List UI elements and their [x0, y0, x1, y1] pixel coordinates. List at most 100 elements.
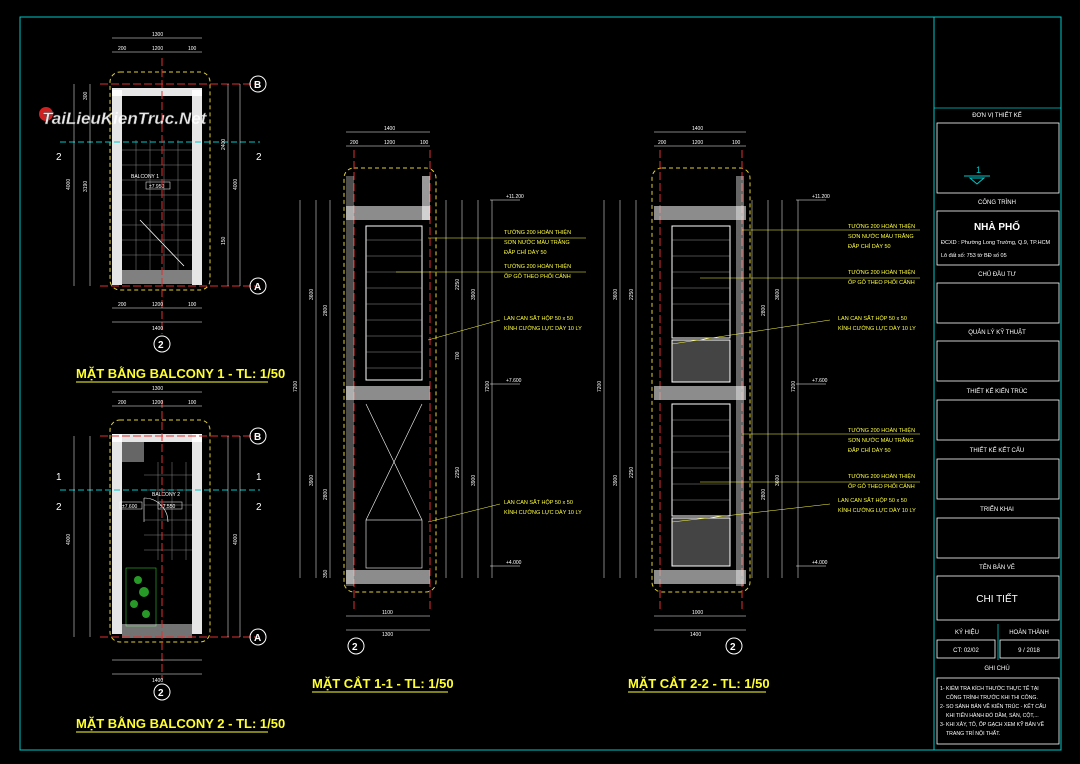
svg-text:1400: 1400 [152, 326, 163, 332]
svg-text:1400: 1400 [152, 678, 163, 684]
svg-text:KÝ HIỆU: KÝ HIỆU [955, 628, 979, 636]
svg-text:TƯỜNG 200 HOÀN THIỆN: TƯỜNG 200 HOÀN THIỆN [504, 228, 571, 236]
svg-text:LAN CAN SẮT HỘP 50 x 50: LAN CAN SẮT HỘP 50 x 50 [504, 498, 573, 506]
svg-text:SƠN NƯỚC MÀU TRẮNG: SƠN NƯỚC MÀU TRẮNG [848, 436, 914, 444]
svg-text:100: 100 [188, 400, 197, 406]
svg-text:3600: 3600 [775, 475, 781, 486]
svg-text:1400: 1400 [692, 126, 703, 132]
svg-text:1200: 1200 [384, 140, 395, 146]
sheet-frame [19, 16, 1062, 751]
svg-text:100: 100 [732, 140, 741, 146]
svg-text:CT: 02/02: CT: 02/02 [953, 648, 979, 654]
svg-text:2- SO SÁNH BẢN VẼ KIẾN TRÚC -: 2- SO SÁNH BẢN VẼ KIẾN TRÚC - KẾT CẤU [940, 703, 1046, 710]
svg-text:200: 200 [118, 400, 127, 406]
svg-text:2: 2 [256, 502, 262, 513]
section1-notes: TƯỜNG 200 HOÀN THIỆN SƠN NƯỚC MÀU TRẮNG … [396, 228, 586, 523]
svg-text:9 / 2018: 9 / 2018 [1018, 648, 1040, 654]
svg-text:B: B [254, 80, 261, 91]
project-name: NHÀ PHỐ [974, 219, 1020, 233]
svg-text:3600: 3600 [775, 289, 781, 300]
drawing-name: CHI TIẾT [976, 592, 1017, 605]
svg-text:+7.600: +7.600 [812, 378, 828, 384]
svg-text:KÍNH CƯỜNG LỰC DÀY 10 LY: KÍNH CƯỜNG LỰC DÀY 10 LY [838, 507, 916, 514]
section1-title: MẶT CẮT 1-1 - TL: 1/50 [312, 676, 454, 691]
svg-text:4000: 4000 [66, 179, 72, 190]
svg-text:1300: 1300 [152, 32, 163, 38]
svg-text:7200: 7200 [791, 381, 797, 392]
svg-text:7200: 7200 [293, 381, 299, 392]
svg-text:TƯỜNG 200 HOÀN THIỆN: TƯỜNG 200 HOÀN THIỆN [848, 268, 915, 276]
svg-text:3600: 3600 [613, 289, 619, 300]
svg-text:A: A [254, 282, 261, 293]
svg-text:2400: 2400 [221, 139, 227, 150]
svg-text:1: 1 [256, 472, 262, 483]
svg-text:1000: 1000 [692, 610, 703, 616]
svg-text:CÔNG TRÌNH: CÔNG TRÌNH [978, 199, 1016, 206]
svg-text:CHỦ ĐẦU TƯ: CHỦ ĐẦU TƯ [978, 271, 1016, 278]
svg-text:100: 100 [420, 140, 429, 146]
section-1-1: 7200 3600 3900 2800 2800 350 2250 2250 3… [293, 126, 586, 693]
svg-text:2250: 2250 [455, 279, 461, 290]
svg-text:±7.600: ±7.600 [122, 504, 137, 510]
svg-text:+4.000: +4.000 [506, 560, 522, 566]
svg-text:3900: 3900 [471, 289, 477, 300]
svg-text:100: 100 [188, 46, 197, 52]
svg-text:3900: 3900 [309, 475, 315, 486]
svg-text:ĐẮP CHỈ DÀY 50: ĐẮP CHỈ DÀY 50 [848, 242, 891, 250]
svg-text:1200: 1200 [152, 302, 163, 308]
svg-text:ỐP GỖ THEO PHỐI CẢNH: ỐP GỖ THEO PHỐI CẢNH [504, 273, 571, 280]
svg-text:+7.600: +7.600 [506, 378, 522, 384]
svg-text:2800: 2800 [761, 305, 767, 316]
svg-text:2: 2 [158, 340, 164, 351]
svg-text:3900: 3900 [613, 475, 619, 486]
svg-text:±7.950: ±7.950 [149, 184, 164, 190]
svg-text:200: 200 [118, 46, 127, 52]
svg-text:4000: 4000 [233, 179, 239, 190]
svg-text:2: 2 [256, 152, 262, 163]
svg-text:+11.200: +11.200 [506, 194, 524, 200]
svg-text:+11.200: +11.200 [812, 194, 830, 200]
svg-text:2: 2 [730, 642, 736, 653]
plan1-title: MẶT BẰNG BALCONY 1 - TL: 1/50 [76, 366, 285, 381]
svg-text:ĐẮP CHỈ DÀY 50: ĐẮP CHỈ DÀY 50 [504, 248, 547, 256]
svg-text:1- KIỂM TRA KÍCH THƯỚC THỰC TẾ: 1- KIỂM TRA KÍCH THƯỚC THỰC TẾ TẠI [940, 685, 1039, 692]
svg-text:ĐẮP CHỈ DÀY 50: ĐẮP CHỈ DÀY 50 [848, 446, 891, 454]
plan-balcony-2: BALCONY 2 ±7.600 ±7.550 B A 1 2 1 2 1300… [56, 386, 285, 733]
room-label-2: BALCONY 2 [152, 492, 180, 498]
svg-text:TRANG TRÍ NỘI THẤT.: TRANG TRÍ NỘI THẤT. [946, 730, 1000, 737]
svg-text:3600: 3600 [309, 289, 315, 300]
svg-text:LAN CAN SẮT HỘP 50 x 50: LAN CAN SẮT HỘP 50 x 50 [504, 314, 573, 322]
svg-text:LAN CAN SẮT HỘP 50 x 50: LAN CAN SẮT HỘP 50 x 50 [838, 314, 907, 322]
svg-text:A: A [254, 633, 261, 644]
svg-text:3190: 3190 [83, 181, 89, 192]
room-label-1: BALCONY 1 [131, 174, 159, 180]
section-2-2: 7200 3600 3900 2250 2250 2800 2800 3600 … [597, 126, 920, 693]
svg-text:KÍNH CƯỜNG LỰC DÀY 10 LY: KÍNH CƯỜNG LỰC DÀY 10 LY [504, 509, 582, 516]
svg-text:±7.550: ±7.550 [160, 504, 175, 510]
svg-text:TƯỜNG 200 HOÀN THIỆN: TƯỜNG 200 HOÀN THIỆN [848, 426, 915, 434]
svg-text:7200: 7200 [597, 381, 603, 392]
svg-text:1200: 1200 [152, 400, 163, 406]
svg-text:TƯỜNG 200 HOÀN THIỆN: TƯỜNG 200 HOÀN THIỆN [848, 472, 915, 480]
svg-text:KÍNH CƯỜNG LỰC DÀY 10 LY: KÍNH CƯỜNG LỰC DÀY 10 LY [504, 325, 582, 332]
plan-balcony-1: BALCONY 1 ±7.950 B A 2 2 2 1300 200 1200… [56, 32, 285, 383]
svg-text:200: 200 [118, 302, 127, 308]
svg-text:2250: 2250 [455, 467, 461, 478]
svg-text:TRIỂN KHAI: TRIỂN KHAI [980, 506, 1014, 513]
svg-text:TaiLieuKienTruc.Net: TaiLieuKienTruc.Net [42, 109, 208, 128]
svg-text:SƠN NƯỚC MÀU TRẮNG: SƠN NƯỚC MÀU TRẮNG [504, 238, 570, 246]
svg-text:+4.000: +4.000 [812, 560, 828, 566]
svg-text:B: B [254, 432, 261, 443]
svg-text:1100: 1100 [382, 610, 393, 616]
svg-text:KÍNH CƯỜNG LỰC DÀY 10 LY: KÍNH CƯỜNG LỰC DÀY 10 LY [838, 325, 916, 332]
svg-text:ỐP GỖ THEO PHỐI CẢNH: ỐP GỖ THEO PHỐI CẢNH [848, 483, 915, 490]
svg-text:1300: 1300 [152, 386, 163, 392]
svg-text:1200: 1200 [152, 46, 163, 52]
svg-text:4000: 4000 [233, 534, 239, 545]
svg-text:ĐCXD : Phường Long Trường, Q.9: ĐCXD : Phường Long Trường, Q.9, TP.HCM [941, 240, 1051, 246]
svg-text:300: 300 [83, 91, 89, 100]
svg-text:HOÀN THÀNH: HOÀN THÀNH [1009, 629, 1049, 636]
svg-text:QUẢN LÝ KỸ THUẬT: QUẢN LÝ KỸ THUẬT [968, 329, 1026, 336]
svg-text:7200: 7200 [485, 381, 491, 392]
